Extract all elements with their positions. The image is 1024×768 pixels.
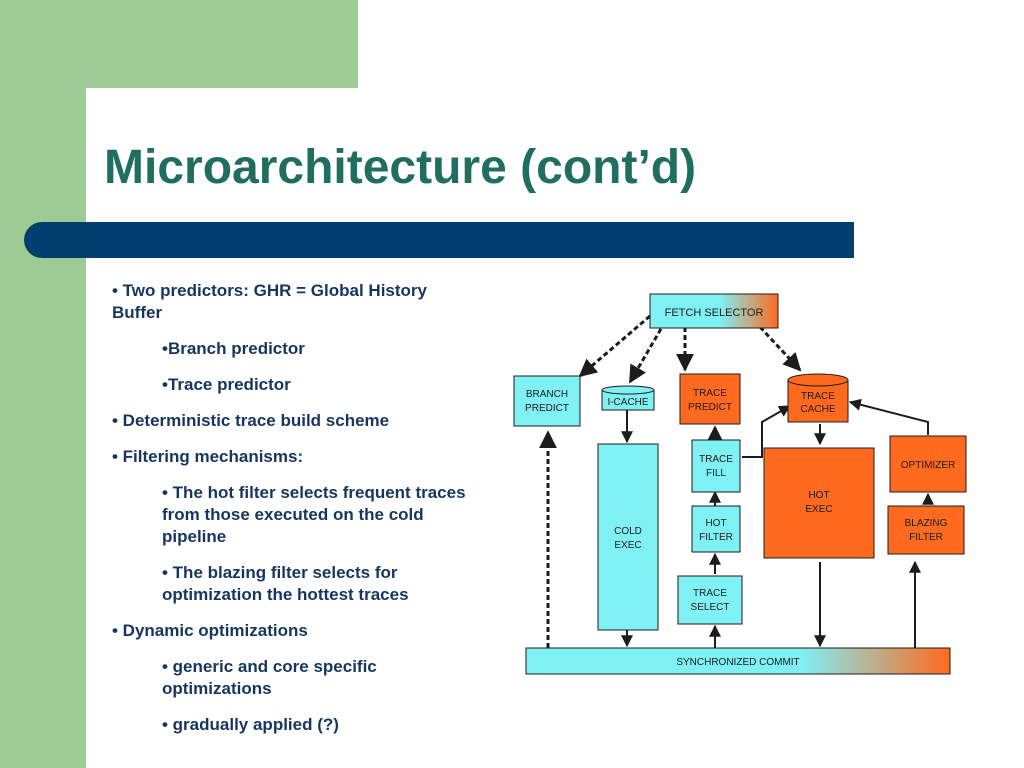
arrow-fetch-branch xyxy=(578,314,651,378)
blazing-filter-label-1: BLAZING xyxy=(905,518,948,529)
trace-fill-box: TRACE FILL xyxy=(691,439,741,493)
trace-select-box: TRACE SELECT xyxy=(677,575,743,625)
trace-cache-box: TRACE CACHE xyxy=(787,373,849,423)
trace-predict-box: TRACE PREDICT xyxy=(679,373,741,425)
trace-select-label-2: SELECT xyxy=(691,602,730,613)
trace-predict-label-2: PREDICT xyxy=(688,402,732,413)
hot-exec-label-2: EXEC xyxy=(805,504,832,515)
microarchitecture-diagram: FETCH SELECTOR BRANCH PREDICT I-CACHE CO… xyxy=(513,293,967,675)
hot-filter-box: HOT FILTER xyxy=(691,505,741,553)
bullet-item: • gradually applied (?) xyxy=(162,715,339,734)
diagram-arrows xyxy=(539,314,934,648)
hot-exec-box: HOT EXEC xyxy=(763,447,875,559)
bullet-item: • Dynamic optimizations xyxy=(112,621,308,640)
hot-exec-label-1: HOT xyxy=(808,490,829,501)
hot-filter-label-2: FILTER xyxy=(699,532,733,543)
trace-fill-label-2: FILL xyxy=(706,468,726,479)
icache-box: I-CACHE xyxy=(601,385,655,411)
cold-exec-label-2: EXEC xyxy=(614,540,641,551)
fetch-selector-box: FETCH SELECTOR xyxy=(649,293,779,329)
fetch-selector-label: FETCH SELECTOR xyxy=(665,307,764,319)
bullet-list: • Two predictors: GHR = Global History B… xyxy=(112,280,472,750)
trace-cache-label-1: TRACE xyxy=(801,391,835,402)
bullet-item: • Filtering mechanisms: xyxy=(112,447,304,466)
trace-cache-label-2: CACHE xyxy=(800,404,835,415)
blazing-filter-box: BLAZING FILTER xyxy=(887,505,965,555)
synchronized-commit-label: SYNCHRONIZED COMMIT xyxy=(676,657,799,668)
trace-select-label-1: TRACE xyxy=(693,588,727,599)
branch-predict-label-1: BRANCH xyxy=(526,389,568,400)
trace-predict-label-1: TRACE xyxy=(693,388,727,399)
optimizer-box: OPTIMIZER xyxy=(889,435,967,493)
decor-green-side xyxy=(0,0,86,768)
arrow-fetch-tracecache xyxy=(758,325,802,372)
slide-title: Microarchitecture (cont’d) xyxy=(104,141,697,194)
branch-predict-label-2: PREDICT xyxy=(525,403,569,414)
arrow-fill-tracecache xyxy=(742,405,792,458)
hot-filter-label-1: HOT xyxy=(705,518,726,529)
trace-fill-label-1: TRACE xyxy=(699,454,733,465)
bullet-item: • Deterministic trace build scheme xyxy=(112,411,390,430)
icache-label: I-CACHE xyxy=(607,397,648,408)
bullet-item: •Trace predictor xyxy=(162,375,291,394)
cold-exec-label-1: COLD xyxy=(614,526,642,537)
bullet-item: •Branch predictor xyxy=(162,339,305,358)
cold-exec-box: COLD EXEC xyxy=(597,443,659,631)
title-bar xyxy=(24,222,854,258)
optimizer-label: OPTIMIZER xyxy=(901,460,955,471)
bullet-item: • The hot filter selects frequent traces… xyxy=(162,483,466,546)
blazing-filter-label-2: FILTER xyxy=(909,532,943,543)
bullet-item: • The blazing filter selects for optimiz… xyxy=(162,563,409,604)
synchronized-commit-box: SYNCHRONIZED COMMIT xyxy=(525,647,951,675)
bullet-item: • Two predictors: GHR = Global History B… xyxy=(112,281,427,322)
branch-predict-box: BRANCH PREDICT xyxy=(513,375,581,427)
bullet-item: • generic and core specific optimization… xyxy=(162,657,377,698)
arrow-fetch-icache xyxy=(628,321,667,384)
arrow-optimizer-tracecache xyxy=(848,398,929,435)
